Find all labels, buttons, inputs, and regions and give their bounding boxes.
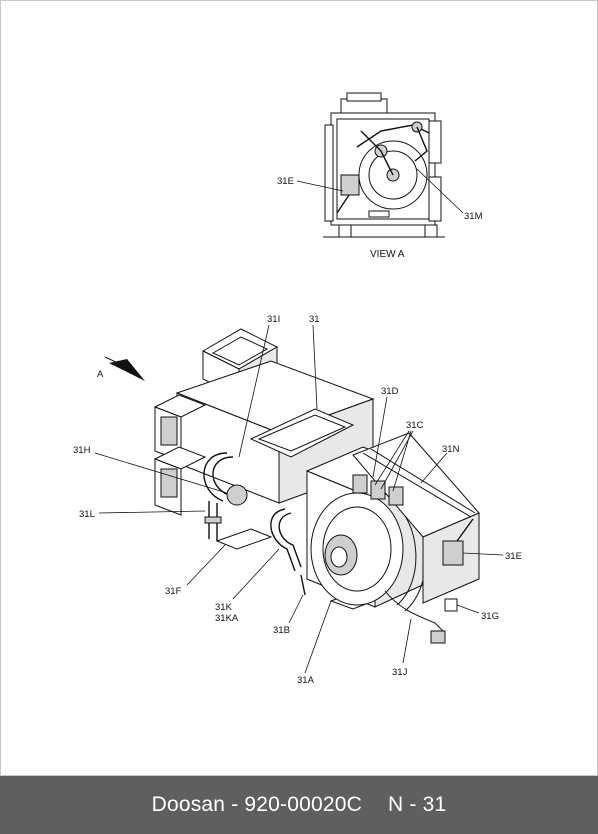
drawing-sheet: 31E 31M VIEW A A xyxy=(0,0,598,776)
heater-unit-drawing xyxy=(94,324,504,674)
label-31e: 31E xyxy=(505,551,522,562)
label-31g: 31G xyxy=(481,611,499,622)
label-31b: 31B xyxy=(273,625,290,636)
view-arrow-label: A xyxy=(97,369,104,380)
label-31j: 31J xyxy=(392,667,408,678)
label-31d: 31D xyxy=(381,386,399,397)
view-a-drawing xyxy=(296,92,464,238)
view-a-label-31m: 31M xyxy=(464,211,483,222)
label-31i: 31I xyxy=(267,314,280,325)
label-31ka: 31KA xyxy=(215,613,239,624)
footer-bar: Doosan - 920-00020C N - 31 xyxy=(0,776,598,834)
label-31c: 31C xyxy=(406,420,424,431)
label-31l: 31L xyxy=(79,509,95,520)
footer-brand: Doosan - 920-00020C xyxy=(151,793,363,816)
label-31h: 31H xyxy=(73,445,91,456)
label-31: 31 xyxy=(309,314,320,325)
label-31f: 31F xyxy=(165,586,182,597)
parts-diagram: 31E 31M VIEW A A xyxy=(73,92,522,686)
view-a-title: VIEW A xyxy=(370,249,405,260)
view-arrow-a xyxy=(104,356,145,381)
label-31a: 31A xyxy=(297,675,315,686)
label-31k: 31K xyxy=(215,602,233,613)
label-31n: 31N xyxy=(442,444,460,455)
footer-page-number: N - 31 xyxy=(388,793,447,816)
view-a-label-31e: 31E xyxy=(277,176,294,187)
